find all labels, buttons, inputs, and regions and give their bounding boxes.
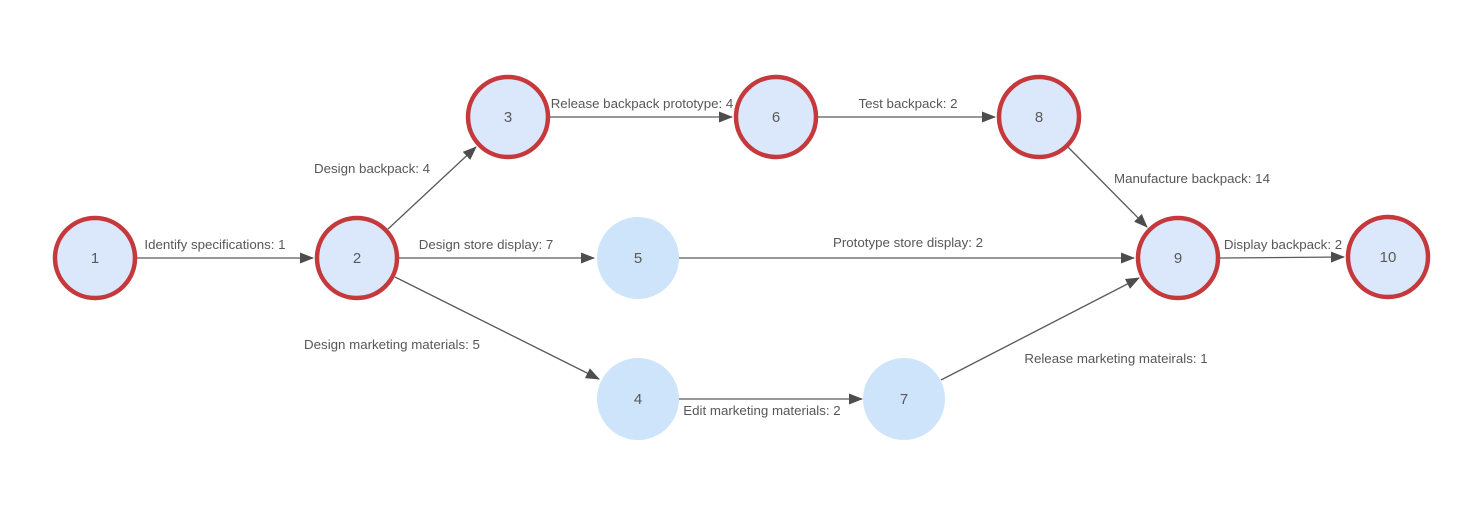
node-2[interactable]: 2 [314, 215, 400, 301]
node-9[interactable]: 9 [1135, 215, 1221, 301]
node-3-number: 3 [504, 109, 512, 126]
edge-6-8-label: Test backpack: 2 [858, 96, 957, 111]
node-8-circle[interactable] [996, 74, 1082, 160]
edge-5-9-label: Prototype store display: 2 [833, 235, 983, 250]
edge-9-10[interactable]: Display backpack: 2 [1219, 237, 1345, 263]
edge-2-3-label: Design backpack: 4 [314, 161, 430, 176]
node-1-circle[interactable] [52, 215, 138, 301]
node-4-number: 4 [634, 391, 642, 408]
edge-8-9-label: Manufacture backpack: 14 [1114, 171, 1270, 186]
edge-2-5[interactable]: Design store display: 7 [399, 237, 595, 264]
edge-2-3[interactable]: Design backpack: 4 [314, 146, 477, 230]
node-1[interactable]: 1 [52, 215, 138, 301]
node-8-number: 8 [1035, 109, 1043, 126]
node-7-circle[interactable] [863, 358, 945, 440]
edge-4-7-label: Edit marketing materials: 2 [683, 403, 840, 418]
node-9-circle[interactable] [1135, 215, 1221, 301]
node-3-circle[interactable] [465, 74, 551, 160]
edge-4-7[interactable]: Edit marketing materials: 2 [679, 393, 863, 418]
node-7[interactable]: 7 [863, 358, 945, 440]
node-3[interactable]: 3 [465, 74, 551, 160]
edge-8-9-line[interactable] [1067, 146, 1148, 228]
node-4-circle[interactable] [597, 358, 679, 440]
node-8[interactable]: 8 [996, 74, 1082, 160]
edge-2-3-line[interactable] [387, 146, 477, 230]
edge-5-9[interactable]: Prototype store display: 2 [679, 235, 1135, 264]
edge-2-4-label: Design marketing materials: 5 [304, 337, 480, 352]
node-5-circle[interactable] [597, 217, 679, 299]
node-6-circle[interactable] [733, 74, 819, 160]
edge-2-4-line[interactable] [394, 276, 600, 380]
node-4[interactable]: 4 [597, 358, 679, 440]
edge-2-4[interactable]: Design marketing materials: 5 [304, 276, 600, 380]
edge-7-9-label: Release marketing mateirals: 1 [1024, 351, 1207, 366]
edge-7-9[interactable]: Release marketing mateirals: 1 [940, 277, 1208, 381]
edge-9-10-label: Display backpack: 2 [1224, 237, 1342, 252]
node-5-number: 5 [634, 250, 642, 267]
edge-1-2[interactable]: Identify specifications: 1 [137, 237, 314, 264]
node-10[interactable]: 10 [1345, 214, 1431, 300]
node-6[interactable]: 6 [733, 74, 819, 160]
node-10-number: 10 [1380, 249, 1397, 266]
edge-3-6-label: Release backpack prototype: 4 [551, 96, 734, 111]
node-6-number: 6 [772, 109, 780, 126]
edge-2-5-label: Design store display: 7 [419, 237, 554, 252]
edge-6-8[interactable]: Test backpack: 2 [818, 96, 996, 123]
edge-9-10-line[interactable] [1219, 251, 1345, 263]
node-2-circle[interactable] [314, 215, 400, 301]
edge-8-9[interactable]: Manufacture backpack: 14 [1067, 146, 1270, 228]
edge-3-6[interactable]: Release backpack prototype: 4 [550, 96, 734, 123]
node-7-number: 7 [900, 391, 908, 408]
node-5[interactable]: 5 [597, 217, 679, 299]
node-10-circle[interactable] [1345, 214, 1431, 300]
node-2-number: 2 [353, 250, 361, 267]
edge-7-9-line[interactable] [940, 277, 1140, 381]
node-9-number: 9 [1174, 250, 1182, 267]
edge-1-2-label: Identify specifications: 1 [144, 237, 285, 252]
node-1-number: 1 [91, 250, 99, 267]
